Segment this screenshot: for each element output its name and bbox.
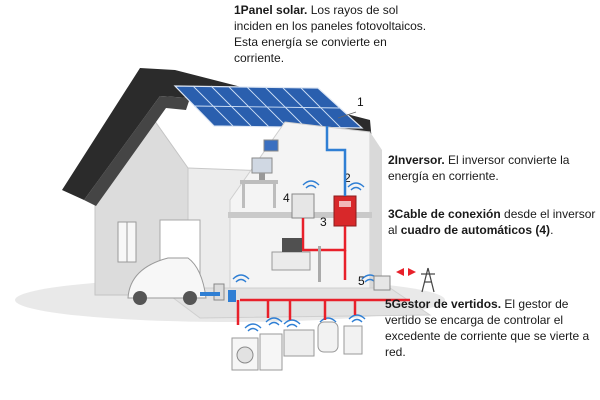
breaker-cabinet — [291, 193, 315, 219]
roof-edge-shadow — [84, 96, 190, 206]
callout-cable-end: . — [550, 223, 554, 237]
callout-cable-title: 3Cable de conexión — [388, 207, 501, 221]
boiler — [343, 325, 363, 355]
switch-blue-box — [228, 290, 236, 302]
marker-1: 1 — [357, 95, 364, 109]
marker-5: 5 — [358, 274, 365, 288]
car-wheel-rear — [183, 291, 197, 305]
ground-floor-slab — [158, 287, 432, 319]
marker-3: 3 — [320, 215, 327, 229]
callout-inverter-text: El inversor convierte la energía en corr… — [388, 153, 570, 183]
tv-cabinet — [271, 251, 311, 271]
wall-picture — [263, 139, 279, 152]
ac-cable-red — [236, 218, 410, 325]
callout-gestor: 5Gestor de vertidos. El gestor de vertid… — [385, 296, 590, 360]
computer-monitor — [251, 157, 273, 174]
callout-solar-panel-title: 1Panel solar. — [234, 3, 308, 17]
upstairs-desk — [240, 180, 278, 184]
marker-1-leader — [337, 111, 357, 119]
inverter-box — [333, 195, 357, 227]
callout-cable: 3Cable de conexión desde el inversor al … — [388, 206, 596, 238]
callout-gestor-text: El gestor de vertido se encarga de contr… — [385, 297, 590, 359]
callout-solar-panel: 1Panel solar. Los rayos de sol inciden e… — [234, 2, 434, 66]
callout-cable-text: desde el inversor al — [388, 207, 596, 237]
callout-cable-title2: cuadro de automáticos (4) — [400, 223, 551, 237]
interior-side-wall — [370, 132, 382, 300]
inverter-display — [339, 201, 351, 207]
callout-solar-panel-text: Los rayos de sol inciden en los paneles … — [234, 3, 427, 65]
desk-leg-right — [273, 184, 276, 208]
solar-panel-grid — [192, 85, 342, 129]
grid-arrows — [396, 268, 416, 276]
dryer — [259, 333, 283, 371]
desk-leg-left — [242, 184, 245, 208]
power-pylon-icon — [421, 267, 435, 293]
callout-gestor-title: 5Gestor de vertidos. — [385, 297, 502, 311]
water-heater — [317, 321, 339, 353]
floor-lamp — [318, 246, 321, 282]
dishwasher — [283, 329, 315, 357]
gestor-vertidos-box — [373, 275, 391, 291]
callout-inverter: 2Inversor. El inversor convierte la ener… — [388, 152, 588, 184]
marker-4: 4 — [283, 191, 290, 205]
electric-car — [127, 257, 207, 299]
charger-blue-connector — [200, 292, 220, 296]
car-wheel-front — [133, 291, 147, 305]
monitor-stand — [259, 173, 265, 180]
tv-screen — [282, 238, 302, 252]
dc-cable-blue — [325, 126, 347, 196]
marker-2: 2 — [344, 171, 351, 185]
washing-machine-door — [236, 346, 254, 364]
callout-inverter-title: 2Inversor. — [388, 153, 445, 167]
